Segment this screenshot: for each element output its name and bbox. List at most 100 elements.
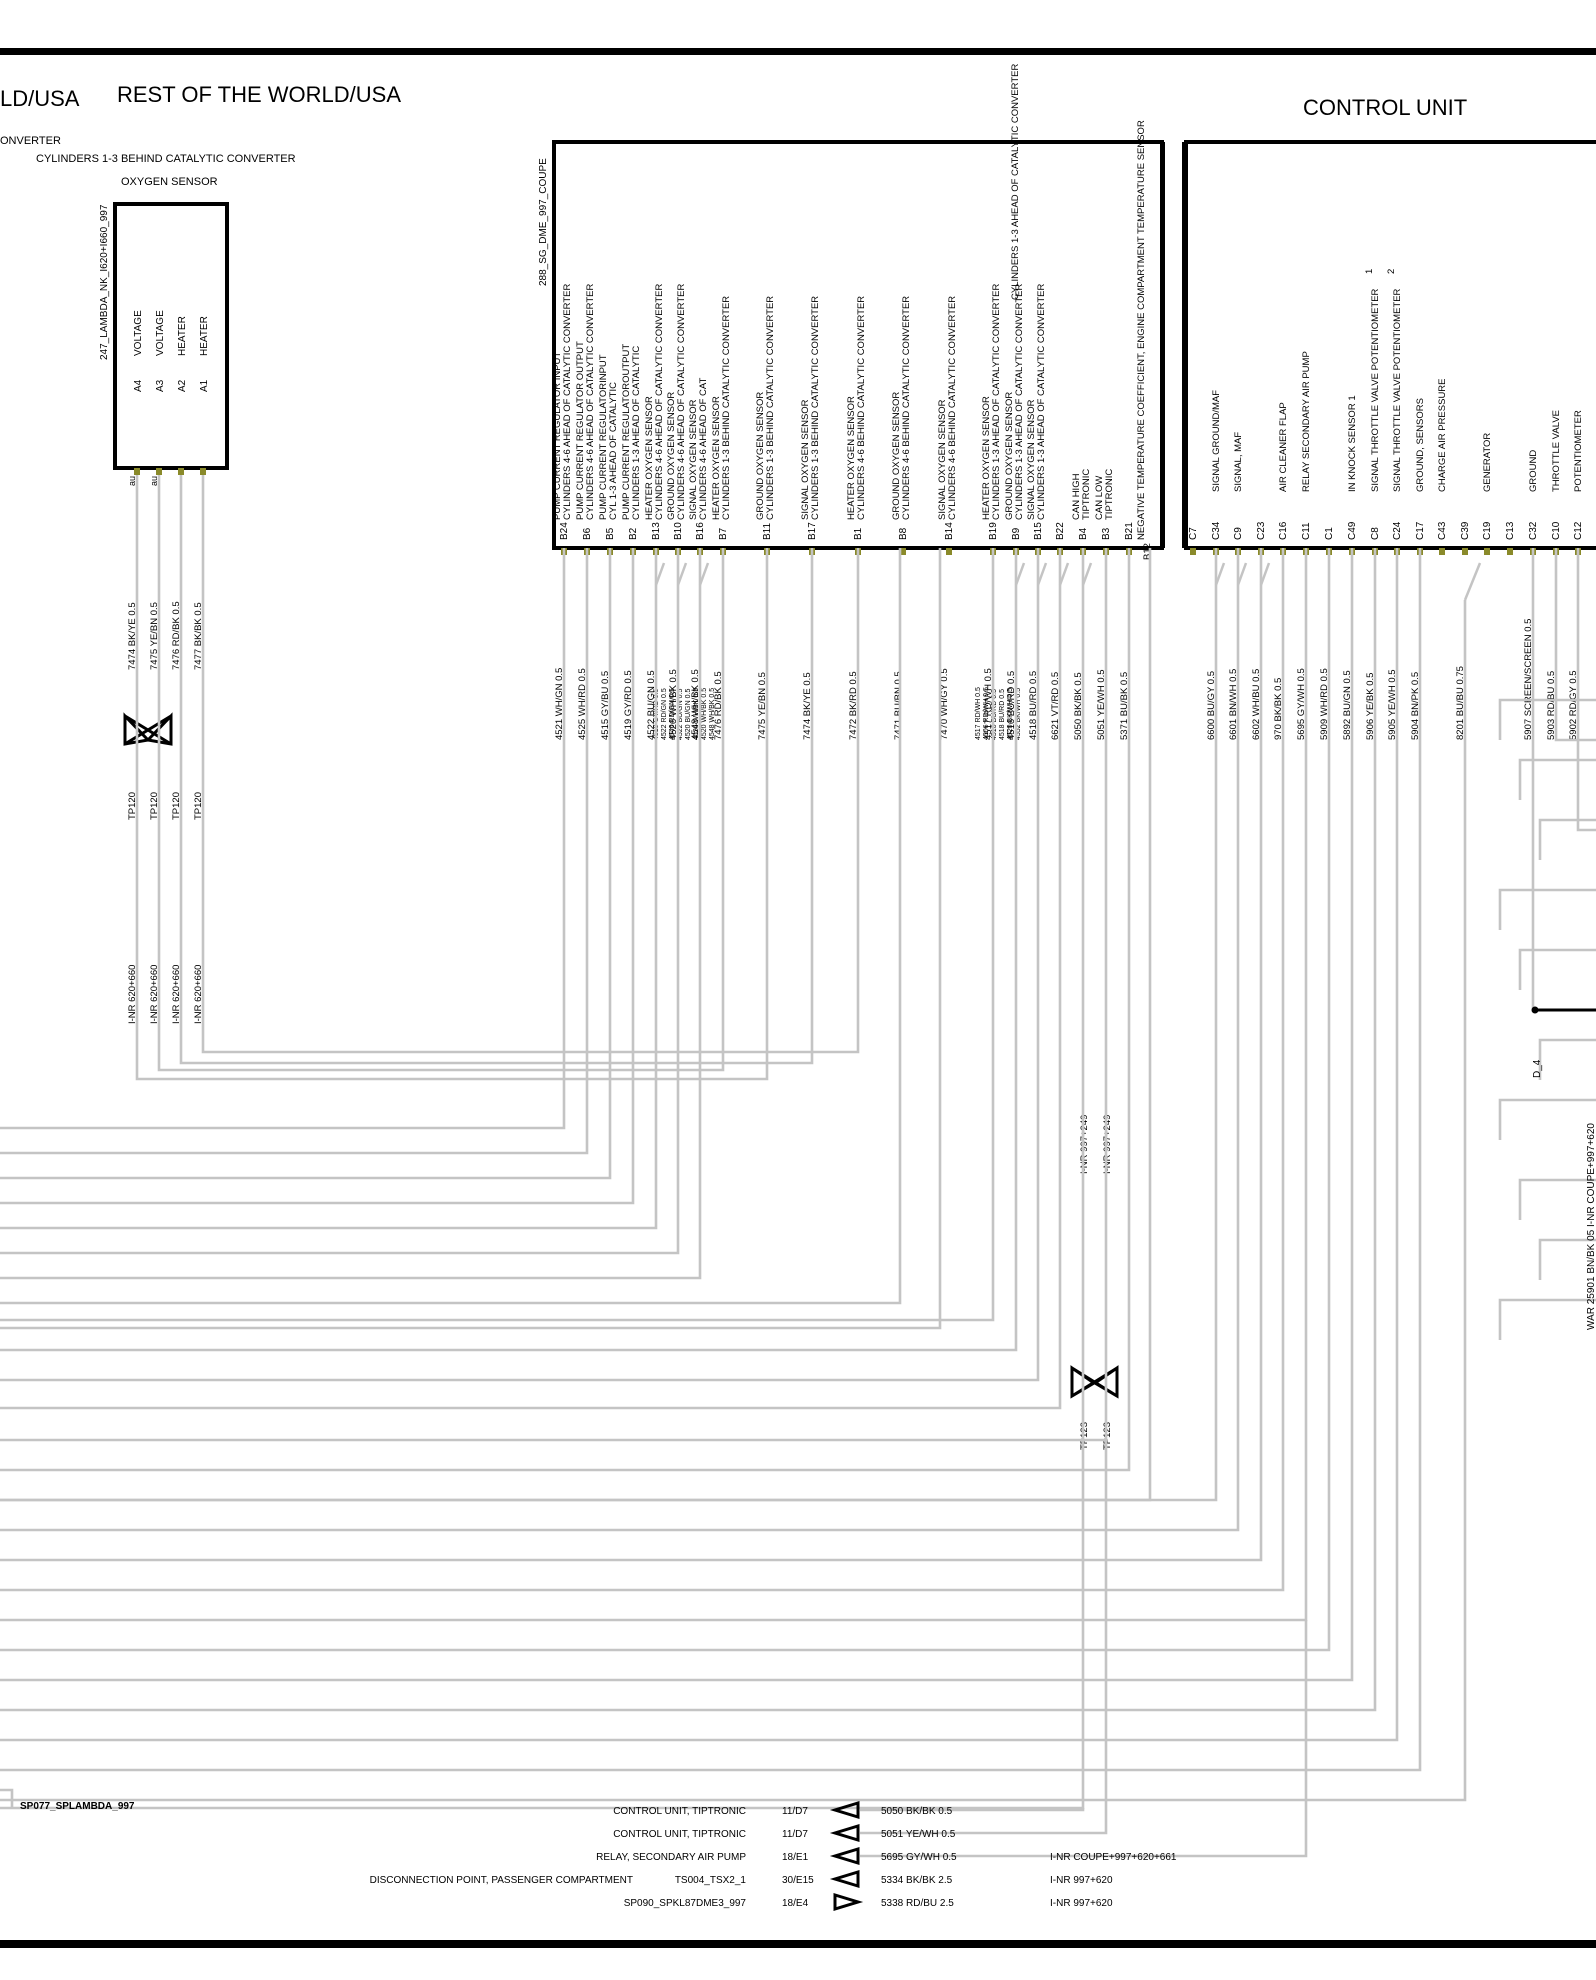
dme-pin-sublabel: CYLINDERS 1-3 AHEAD OF CATALYTIC CONVERT… (991, 284, 1002, 520)
sensor-wire-label: 7476 RD/BK 0.5 (171, 601, 182, 670)
sensor-pin-func: VOLTAGE (133, 310, 144, 356)
sensor-id: 247_LAMBDA_NK_I620+I660_997 (99, 204, 110, 360)
cross-ref-page: 18/E1 (782, 1852, 809, 1863)
wire-cu-left (0, 548, 1422, 1772)
dme-pin-sublabel: CYLINDERS 4-6 AHEAD OF CATALYTIC CONVERT… (676, 284, 687, 520)
wire-cu-left (0, 548, 1263, 1562)
sensor-wire-label: 7477 BK/BK 0.5 (193, 602, 204, 670)
dme-wire-label: 4521 WH/GN 0.5 (554, 668, 565, 740)
wire-dme-left (0, 548, 702, 1280)
wire-cu-left (0, 600, 1467, 1802)
cross-ref-name: CONTROL UNIT, TIPTRONIC (613, 1829, 746, 1840)
title-control-unit: CONTROL UNIT (1303, 95, 1467, 120)
cu-pin-label: THROTTLE VALVE (1551, 410, 1562, 492)
cu-pin-id: C23 (1256, 521, 1267, 540)
dme-tp-label: TP123 (1079, 1422, 1090, 1450)
splice-arrow (1214, 562, 1226, 586)
dme-pin-sublabel: CYLINDERS 4-6 BEHIND CATALYTIC CONVERTER (856, 296, 867, 520)
dme-pin-sublabel: CYLINDERS 4-6 BEHIND CATALYTIC CONVERTER (901, 296, 912, 520)
dme-small-wire-right: 4516 BU/RD 0.5 (991, 689, 998, 740)
dme-pin-id: B17 (807, 522, 818, 540)
cu-wire-label: 5902 RD/GY 0.5 (1568, 670, 1579, 740)
splice-arrow (676, 562, 688, 586)
dme-pin-sublabel: CYLINDERS 4-6 AHEAD OF CAT (698, 377, 709, 520)
dme-small-wire: 4546 RD/GN 0.5 (669, 688, 676, 740)
cu-pin-id: C32 (1528, 521, 1539, 540)
dme-small-wire: 4522 RD/GN 0.5 (661, 688, 668, 740)
cu-pin-label: CHARGE AIR PRESSURE (1437, 379, 1448, 493)
dme-pin-sublabel: CYLINDERS 1-3 AHEAD OF CATALYTIC CONVERT… (1036, 284, 1047, 520)
dme-pin-label: PUMP CURRENT REGULATOROUTPUT (621, 344, 632, 520)
dme-pin-label: HEATER OXYGEN SENSOR (981, 396, 992, 520)
sensor-tp-label: TP120 (127, 792, 138, 820)
pin-terminal (178, 468, 184, 475)
ntc-label: NEGATIVE TEMPERATURE COEFFICIENT, ENGINE… (1136, 120, 1147, 540)
sensor-pin-id: A3 (155, 379, 166, 392)
dme-pin-label: GROUND OXYGEN SENSOR (891, 392, 902, 520)
ntc-pin2: B12 (1142, 543, 1153, 560)
dme-pin-id: B6 (582, 527, 593, 540)
dme-pin-label: HEATER OXYGEN SENSOR (644, 396, 655, 520)
dme-pin-sublabel: TIPTRONIC (1104, 469, 1115, 520)
dme-pin-id: B3 (1101, 527, 1112, 540)
splice-arrow (1014, 562, 1026, 586)
cu-pin-id: C10 (1551, 521, 1562, 540)
sensor-name: OXYGEN SENSOR (121, 176, 218, 188)
dme-small-wire-right: 4520 BK/WH 0.5 (1007, 688, 1014, 740)
d4-label: D_4 (1532, 1059, 1543, 1078)
cu-wire-label: 6600 BU/GY 0.5 (1206, 671, 1217, 740)
wire-cu-right (1576, 548, 1596, 832)
pin-terminal (1462, 548, 1468, 555)
cross-ref-page: 18/E4 (782, 1898, 809, 1909)
dme-pin-sublabel: CYL 1-3 AHEAD OF CATALYTIC (608, 382, 619, 520)
cross-ref-name: CONTROL UNIT, TIPTRONIC (613, 1806, 746, 1817)
cu-pin-id: C43 (1437, 521, 1448, 540)
dme-pin-sublabel: CYLINDERS 1-3 BEHIND CATALYTIC CONVERTER (765, 296, 776, 520)
bottom-border (0, 1940, 1596, 1948)
dme-inr-label: I-NR 997+249 (1079, 1115, 1090, 1174)
sensor-tp-label: TP120 (193, 792, 204, 820)
cross-ref-inr: I-NR COUPE+997+620+661 (1050, 1852, 1177, 1863)
pin-terminal (200, 468, 206, 475)
dme-wire-label: 7470 WH/GY 0.5 (939, 668, 950, 740)
dme-small-wire: 4522 BU/GN 0.5 (677, 689, 684, 740)
wire-7477 (201, 475, 860, 1054)
dme-pin-sublabel: CYLINDERS 1-3 BEHIND CATALYTIC CONVERTER (810, 296, 821, 520)
wire-dme-left (0, 548, 612, 1180)
dme-inr-label: I-NR 997+249 (1102, 1115, 1113, 1174)
splice-arrow (1259, 562, 1271, 586)
cu-pin-label: SIGNAL THROTTLE VALVE POTENTIOMETER (1370, 288, 1381, 492)
dme-small-wire: 4520 WH/BK 0.5 (701, 688, 708, 740)
dme-wire-label: 4516 BU/RD 0.5 (1006, 671, 1017, 740)
wire-cu-right-stub (1518, 758, 1596, 800)
cross-ref-page: 11/D7 (782, 1829, 808, 1840)
cross-ref-wire: 5338 RD/BU 2.5 (881, 1898, 954, 1909)
cross-ref-wire: 5695 GY/WH 0.5 (881, 1852, 957, 1863)
cu-pin-label: GENERATOR (1482, 433, 1493, 492)
cu-wire-label: 5909 WH/RD 0.5 (1319, 668, 1330, 740)
cross-ref-name: DISCONNECTION POINT, PASSENGER COMPARTME… (370, 1875, 633, 1886)
dme-pin-sublabel: CYLINDERS 4-6 AHEAD OF CATALYTIC CONVERT… (585, 284, 596, 520)
dme-pin-id: B2 (628, 527, 639, 540)
cu-wire-label: 5903 RD/BU 0.5 (1546, 671, 1557, 740)
cu-wire-label: 5907 SCREEN/SCREEN 0.5 (1523, 619, 1534, 740)
wire-cu-left (0, 548, 1218, 1502)
dme-pin-label: PUMP CURRENT REGULATORINPUT (598, 354, 609, 520)
pin-terminal (134, 468, 140, 475)
cu-pin-id: C24 (1392, 521, 1403, 540)
cu-wire-label: 5695 GY/WH 0.5 (1296, 668, 1307, 740)
sensor-wire-label: 7474 BK/YE 0.5 (127, 602, 138, 670)
wire-dme-left (0, 548, 1062, 1410)
wire-dme-left (0, 548, 1040, 1382)
cu-wire-label: 5905 YE/WH 0.5 (1387, 669, 1398, 740)
dme-wire-label: 7475 YE/BN 0.5 (757, 672, 768, 740)
dme-pin-id: B8 (898, 527, 909, 540)
cu-pin-id: C12 (1573, 521, 1584, 540)
wire-dme-left (0, 548, 1131, 1472)
cu-pin-id: C19 (1482, 521, 1493, 540)
dme-pin-id: B5 (605, 527, 616, 540)
dme-pin-label: PUMP CURRENT REGULATOR INPUT (552, 352, 563, 520)
